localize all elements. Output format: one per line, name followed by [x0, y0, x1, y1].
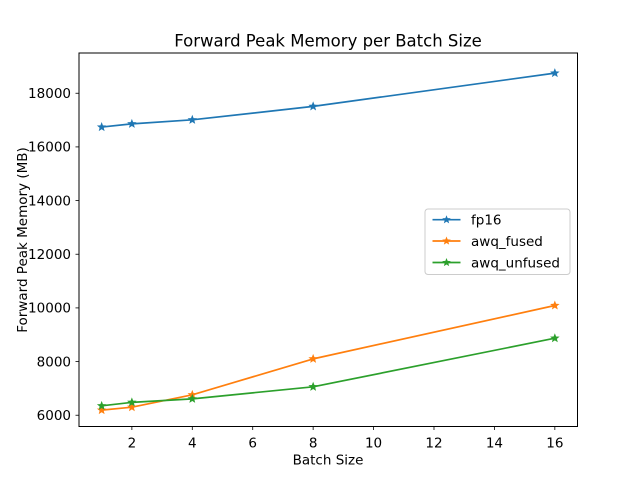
- axis-ticks: 2 4 6 8 10 12 14 16 6000 8000 10000 12000 14000 16000…: [28, 86, 563, 451]
- series-markers-awq_unfused: [96, 333, 560, 410]
- star-marker-icon: [96, 405, 107, 415]
- star-marker-icon: [308, 353, 318, 363]
- legend-star-icon: [442, 258, 451, 267]
- x-tick-label: 2: [128, 436, 137, 452]
- legend-item-fp16: fp16: [432, 213, 502, 229]
- x-tick-label: 12: [425, 436, 442, 452]
- y-tick-label: 6000: [37, 408, 71, 424]
- x-tick-label: 6: [248, 436, 257, 452]
- x-tick-label: 16: [546, 436, 563, 452]
- star-marker-icon: [96, 400, 107, 410]
- star-marker-icon: [550, 300, 560, 310]
- legend-item-label: fp16: [471, 213, 502, 229]
- legend-box: [424, 208, 571, 275]
- y-tick-label: 14000: [28, 193, 71, 209]
- y-axis-label: Forward Peak Memory (MB): [15, 147, 31, 333]
- legend-item-label: awq_fused: [471, 234, 543, 250]
- legend-item-awq_unfused: awq_unfused: [432, 255, 560, 271]
- y-tick-label: 16000: [28, 140, 71, 156]
- star-marker-icon: [308, 101, 318, 111]
- y-tick-label: 18000: [28, 86, 71, 102]
- x-tick-label: 10: [365, 436, 382, 452]
- star-marker-icon: [187, 393, 198, 403]
- axis-frame: [78, 52, 578, 427]
- legend-item-label: awq_unfused: [471, 255, 560, 271]
- x-tick-label: 4: [188, 436, 197, 452]
- star-marker-icon: [550, 68, 560, 78]
- star-marker-icon: [187, 114, 198, 124]
- chart-title: Forward Peak Memory per Batch Size: [174, 32, 482, 51]
- star-marker-icon: [550, 333, 560, 343]
- y-tick-label: 12000: [28, 247, 71, 263]
- legend-item-awq_fused: awq_fused: [432, 234, 543, 250]
- star-marker-icon: [308, 381, 318, 391]
- series-markers-fp16: [96, 68, 560, 132]
- legend-star-icon: [442, 236, 451, 245]
- x-axis-label: Batch Size: [293, 453, 364, 469]
- star-marker-icon: [127, 397, 137, 407]
- x-tick-label: 8: [309, 436, 318, 452]
- star-marker-icon: [96, 122, 107, 132]
- y-tick-label: 8000: [37, 354, 71, 370]
- x-tick-label: 14: [486, 436, 503, 452]
- star-marker-icon: [127, 402, 137, 412]
- legend-star-icon: [442, 215, 451, 224]
- y-tick-label: 10000: [28, 301, 71, 317]
- star-marker-icon: [127, 118, 137, 128]
- legend: fp16 awq_fused awq_unfused: [424, 208, 571, 275]
